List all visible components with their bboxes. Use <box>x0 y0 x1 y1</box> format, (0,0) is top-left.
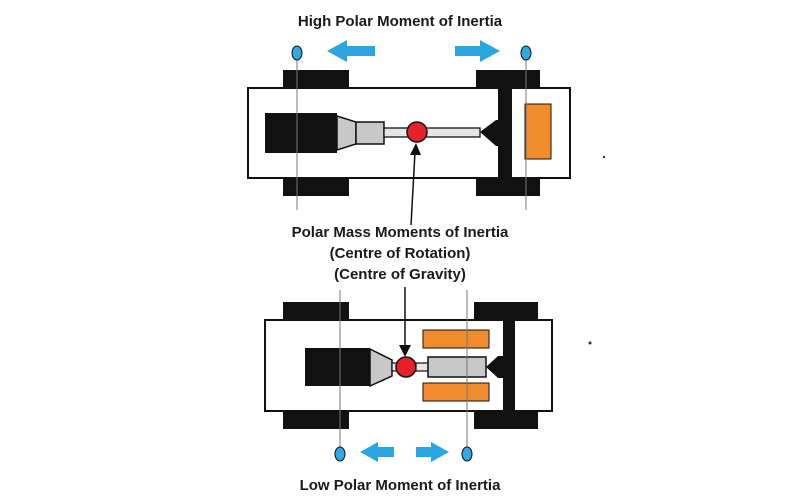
cg-label-line2: (Centre of Rotation) <box>329 245 471 262</box>
bottom-cg-marker <box>395 356 417 378</box>
cg-label-line3: (Centre of Gravity) <box>334 266 466 283</box>
bottom-gearbox <box>427 356 487 378</box>
bottom-lower-mass <box>422 382 490 402</box>
top-rear-mass <box>524 103 552 160</box>
bottom-title: Low Polar Moment of Inertia <box>299 477 501 494</box>
bottom-differential-hub <box>493 357 513 377</box>
top-bellhousing <box>336 114 357 152</box>
bottom-rear-left-wheel <box>474 302 538 320</box>
bottom-front-left-wheel <box>283 302 349 320</box>
top-rear-left-wheel <box>476 70 540 88</box>
bottom-rear-right-wheel <box>474 411 538 429</box>
top-gearbox <box>355 121 385 145</box>
cg-label-line1: Polar Mass Moments of Inertia <box>291 224 509 241</box>
stray-dot <box>588 341 592 345</box>
top-car <box>247 70 571 196</box>
bottom-bellhousing <box>369 347 393 388</box>
bottom-left-axis-marker <box>334 446 346 462</box>
bottom-car <box>264 302 553 429</box>
top-right-arrow-icon <box>455 40 500 62</box>
top-right-axis-marker <box>520 45 532 61</box>
bottom-front-right-wheel <box>283 411 349 429</box>
bottom-left-arrow-icon <box>360 442 394 462</box>
bottom-shaft <box>415 362 429 372</box>
bottom-engine <box>305 348 370 386</box>
bottom-right-arrow-icon <box>416 442 449 462</box>
top-left-axis-marker <box>291 45 303 61</box>
top-left-arrow-icon <box>327 40 375 62</box>
top-title: High Polar Moment of Inertia <box>297 13 503 30</box>
top-front-left-wheel <box>283 70 349 88</box>
top-front-right-wheel <box>283 178 349 196</box>
bottom-right-axis-marker <box>461 446 473 462</box>
bottom-cg-pointer-head-icon <box>399 345 411 357</box>
top-cg-marker <box>406 121 428 143</box>
bottom-upper-mass <box>422 329 490 349</box>
stray-dot <box>602 155 606 159</box>
top-differential-hub <box>487 122 509 144</box>
top-engine <box>265 113 337 153</box>
top-rear-right-wheel <box>476 178 540 196</box>
top-cg-pointer-head-icon <box>410 143 421 155</box>
top-driveshaft <box>383 127 481 138</box>
cg-label: Polar Mass Moments of Inertia (Centre of… <box>230 222 570 285</box>
top-cg-pointer <box>410 151 416 226</box>
